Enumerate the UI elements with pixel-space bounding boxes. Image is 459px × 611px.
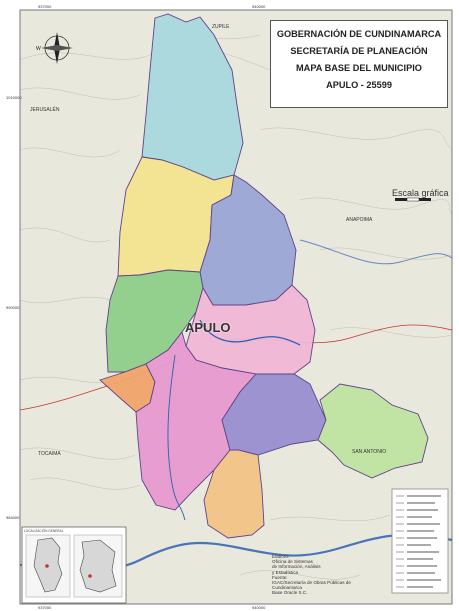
map-credits: Elaboró: Oficina de Sistemas de Informac… xyxy=(272,554,362,596)
title-line-4: APULO - 25599 xyxy=(326,80,392,90)
vereda-peach xyxy=(203,449,265,539)
scale-label: Escala gráfica xyxy=(392,188,449,198)
svg-text:W: W xyxy=(36,46,41,52)
place-san-antonio: SAN ANTONIO xyxy=(352,449,387,455)
title-line-1: GOBERNACIÓN DE CUNDINAMARCA xyxy=(276,29,442,39)
place-zupile: ZUPILE xyxy=(212,24,230,30)
coord-top-left: 937000 xyxy=(38,4,52,9)
map-title-block: GOBERNACIÓN DE CUNDINAMARCA SECRETARÍA D… xyxy=(270,20,448,108)
locator-inset-frame: LOCALIZACIÓN GENERAL xyxy=(22,527,126,603)
credits-line: Cundinamarca xyxy=(272,585,302,591)
place-tocaima: TOCAIMA xyxy=(38,451,61,457)
north-arrow-icon: W xyxy=(36,32,73,64)
credits-line: Oficina de Sistemas xyxy=(272,559,313,565)
place-anapoima: ANAPOIMA xyxy=(346,217,373,223)
scale-bar xyxy=(395,197,431,202)
vereda-light-green xyxy=(317,383,429,479)
coord-bottom-right: 940000 xyxy=(252,605,266,610)
coord-left-lower: 984000 xyxy=(6,515,20,520)
credits-line: IGAC/Secretaría de Obras Públicas de xyxy=(272,580,351,586)
credits-line: Elaboró: xyxy=(272,554,290,559)
credits-line: Base Oracle S.C. xyxy=(272,590,308,596)
municipality-label: APULO xyxy=(185,320,231,335)
credits-line: y Estadística xyxy=(272,569,299,575)
title-line-3: MAPA BASE DEL MUNICIPIO xyxy=(296,63,422,73)
river-north-east xyxy=(299,239,453,265)
locator-insets xyxy=(21,526,127,604)
vereda-violet xyxy=(221,373,327,456)
vereda-north xyxy=(141,13,244,181)
coord-top-right: 940000 xyxy=(252,4,266,9)
river-apulo xyxy=(199,319,301,346)
coord-bottom-left: 937000 xyxy=(38,605,52,610)
place-jerusalen: JERUSALÉN xyxy=(30,107,60,113)
vereda-polygons xyxy=(99,13,429,539)
credits-line: de Información, Análisis xyxy=(272,564,321,570)
coord-left-upper: 1010000 xyxy=(6,95,22,100)
inset-title: LOCALIZACIÓN GENERAL xyxy=(24,529,64,533)
credits-line: Fuente: xyxy=(272,574,288,580)
river-south xyxy=(167,354,186,521)
title-line-2: SECRETARÍA DE PLANEACIÓN xyxy=(290,46,428,56)
legend-symbols xyxy=(391,488,449,594)
cundinamarca-outline xyxy=(79,539,117,593)
coord-left-middle: 990000 xyxy=(6,305,20,310)
